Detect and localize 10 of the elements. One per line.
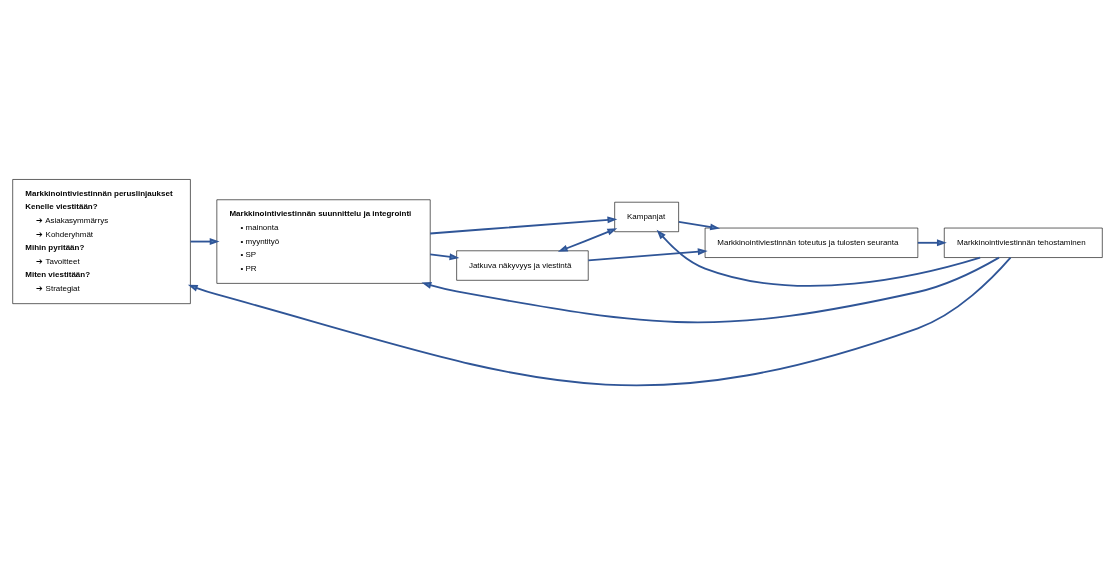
arrow <box>916 239 947 247</box>
arrow <box>656 229 982 287</box>
arrow <box>587 248 708 262</box>
arrow <box>189 238 220 245</box>
arrow <box>187 256 1012 387</box>
arrow <box>429 253 460 261</box>
arrow <box>421 256 1000 324</box>
arrow <box>429 216 618 235</box>
arrow <box>557 228 618 252</box>
arrow <box>677 221 721 231</box>
